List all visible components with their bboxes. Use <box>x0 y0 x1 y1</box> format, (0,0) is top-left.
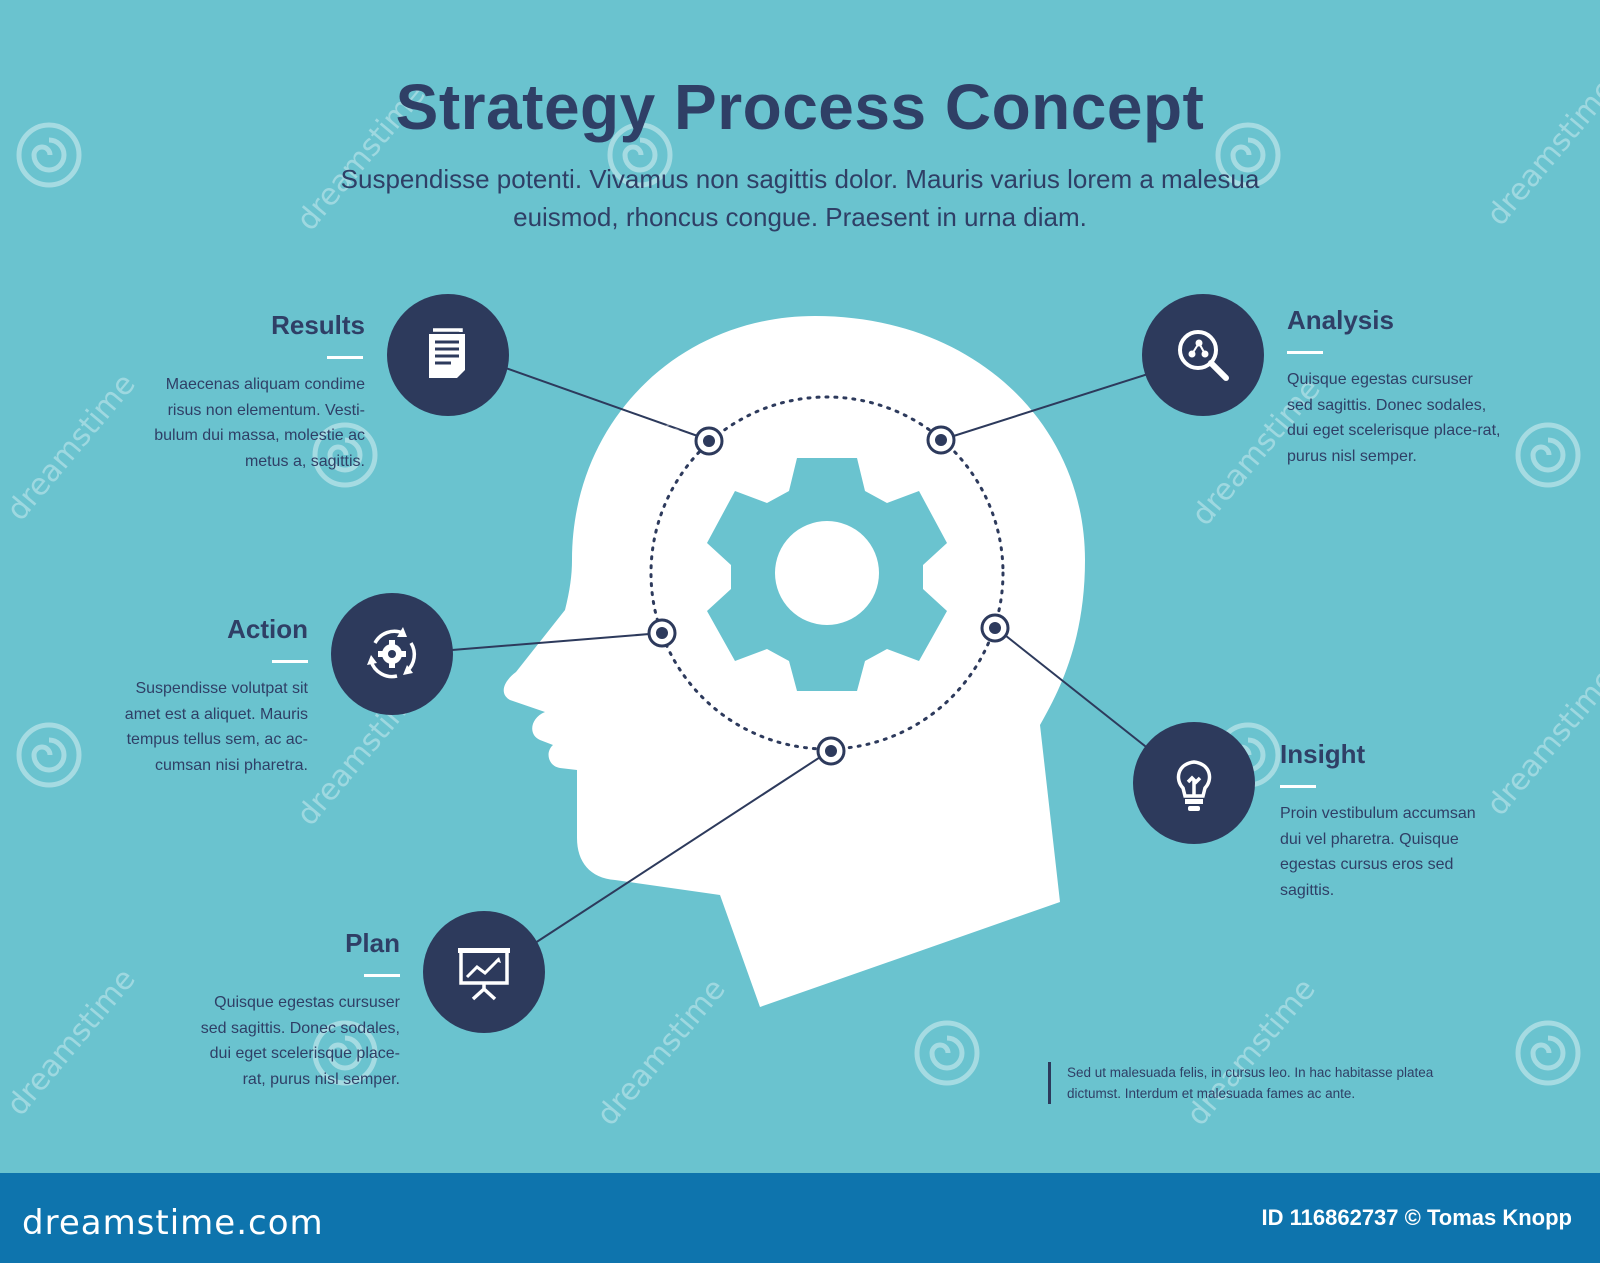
presentation-icon <box>458 948 510 1001</box>
action-text: Suspendisse volutpat sit amet est a aliq… <box>124 680 308 774</box>
ring-anchor-action <box>647 618 677 648</box>
document-icon <box>429 328 465 378</box>
page-subtitle: Suspendisse potenti. Vivamus non sagitti… <box>340 164 1260 232</box>
ring-anchor-results <box>694 426 724 456</box>
action-label: Action <box>227 614 308 644</box>
action-underline <box>272 660 308 663</box>
connector-action <box>451 632 663 651</box>
results-node <box>387 294 509 416</box>
results-label: Results <box>271 310 365 340</box>
insight-underline <box>1280 785 1316 788</box>
insight-text: Proin vestibulum accumsan dui vel pharet… <box>1280 805 1476 899</box>
plan-underline <box>364 974 400 977</box>
watermark-swirl-icon <box>1215 122 1281 188</box>
analysis-text: Quisque egestas cursuser sed sagittis. D… <box>1287 371 1501 465</box>
watermark-swirl-icon <box>1515 422 1581 488</box>
watermark-swirl-icon <box>16 722 82 788</box>
footer-bar <box>0 1173 1600 1263</box>
watermark-swirl-icon <box>312 422 378 488</box>
watermark-swirl-icon <box>914 1020 980 1086</box>
insight-label: Insight <box>1280 739 1366 769</box>
brand-logo[interactable]: dreamstime.com <box>22 1203 324 1243</box>
ring-anchor-insight <box>980 613 1010 643</box>
gear-icon <box>707 458 947 691</box>
insight-node <box>1133 722 1255 844</box>
connector-insight <box>995 627 1151 751</box>
analysis-underline <box>1287 351 1323 354</box>
analysis-label: Analysis <box>1287 305 1394 335</box>
connector-plan <box>531 749 832 946</box>
lightbulb-icon <box>1176 760 1212 811</box>
watermark-swirl-icon <box>1515 1020 1581 1086</box>
analysis-node <box>1142 294 1264 416</box>
results-text: Maecenas aliquam condime risus non eleme… <box>154 376 365 470</box>
plan-node <box>423 911 545 1033</box>
connector-results <box>499 365 710 441</box>
action-node <box>331 593 453 715</box>
dotted-ring <box>649 395 1005 751</box>
ring-anchor-plan <box>816 736 846 766</box>
magnifier-icon <box>1178 330 1229 381</box>
cycle-gear-icon <box>367 627 417 679</box>
watermark-swirl-icon <box>312 1020 378 1086</box>
watermark-swirl-icon <box>607 122 673 188</box>
head-diagram <box>451 316 1151 1007</box>
results-underline <box>327 356 363 359</box>
connector-analysis <box>940 373 1149 441</box>
page-title: Strategy Process Concept <box>395 71 1205 143</box>
image-credit: ID 116862737 © Tomas Knopp <box>1261 1205 1572 1230</box>
ring-anchor-analysis <box>926 425 956 455</box>
plan-text: Quisque egestas cursuser sed sagittis. D… <box>200 994 400 1088</box>
footnote-text: Sed ut malesuada felis, in cursus leo. I… <box>1048 1062 1487 1104</box>
watermark-swirl-icon <box>16 122 82 188</box>
plan-label: Plan <box>345 928 400 958</box>
